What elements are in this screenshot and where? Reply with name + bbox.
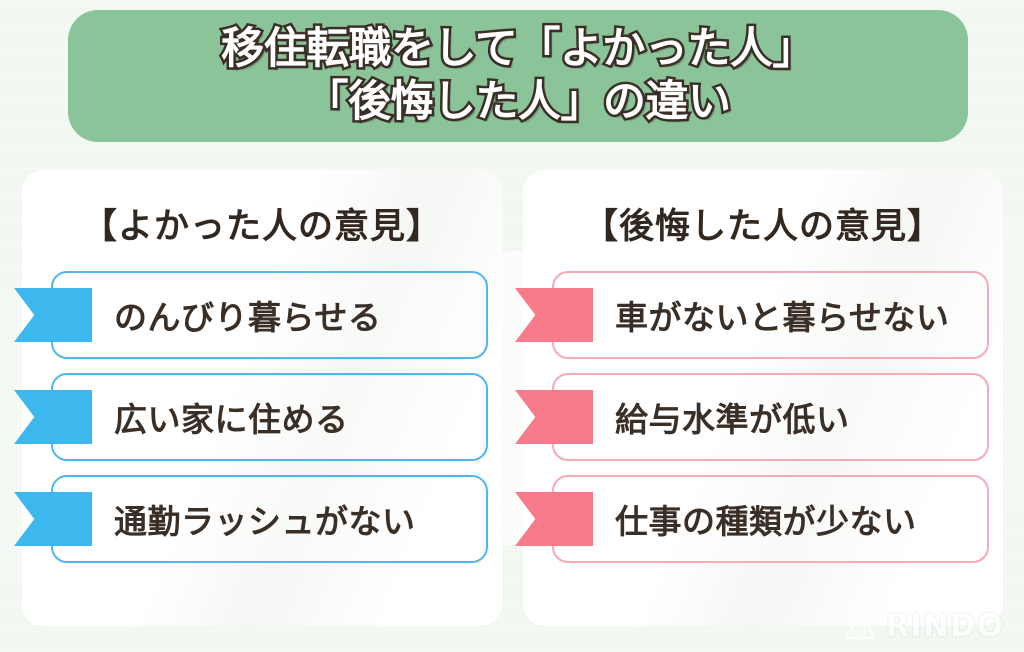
list-item[interactable]: 広い家に住める	[14, 373, 488, 461]
regret-item-list: 車がないと暮らせない 給与水準が低い 仕事の種類が少ない	[515, 271, 1003, 563]
list-item[interactable]: 車がないと暮らせない	[515, 271, 989, 359]
panel-good-header: 【よかった人の意見】	[81, 206, 442, 247]
list-item-label: 仕事の種類が少ない	[615, 502, 917, 541]
title-line-2: 「後悔した人」の違い	[303, 75, 734, 130]
list-item-label: のんびり暮らせる	[114, 298, 382, 337]
list-item-label: 広い家に住める	[114, 400, 349, 439]
list-item-label: 車がないと暮らせない	[615, 298, 950, 337]
ribbon-flag-icon	[14, 492, 92, 546]
ribbon-flag-icon	[515, 288, 593, 342]
mountain-triangle-icon	[843, 612, 876, 640]
list-item-label: 給与水準が低い	[615, 400, 850, 439]
list-item[interactable]: 給与水準が低い	[515, 373, 989, 461]
brand-logo: RINDO	[843, 608, 1004, 644]
panel-good-opinions: 【よかった人の意見】 のんびり暮らせる 広い家に住める 通勤ラッシュがない	[14, 170, 502, 626]
good-item-list: のんびり暮らせる 広い家に住める 通勤ラッシュがない	[14, 271, 502, 563]
comparison-panels: 【よかった人の意見】 のんびり暮らせる 広い家に住める 通勤ラッシュがない	[0, 170, 1024, 626]
ribbon-flag-icon	[14, 288, 92, 342]
panel-regret-header: 【後悔した人の意見】	[582, 206, 943, 247]
panel-regret-opinions: 【後悔した人の意見】 車がないと暮らせない 給与水準が低い 仕事の種類が少ない	[515, 170, 1003, 626]
brand-logo-text: RINDO	[885, 608, 1004, 644]
title-banner: 移住転職をして「よかった人」 「後悔した人」の違い	[68, 10, 968, 142]
ribbon-flag-icon	[515, 390, 593, 444]
list-item[interactable]: 仕事の種類が少ない	[515, 475, 989, 563]
ribbon-flag-icon	[515, 492, 593, 546]
title-line-1: 移住転職をして「よかった人」	[219, 22, 818, 77]
ribbon-flag-icon	[14, 390, 92, 444]
list-item-label: 通勤ラッシュがない	[114, 502, 416, 541]
list-item[interactable]: のんびり暮らせる	[14, 271, 488, 359]
list-item[interactable]: 通勤ラッシュがない	[14, 475, 488, 563]
